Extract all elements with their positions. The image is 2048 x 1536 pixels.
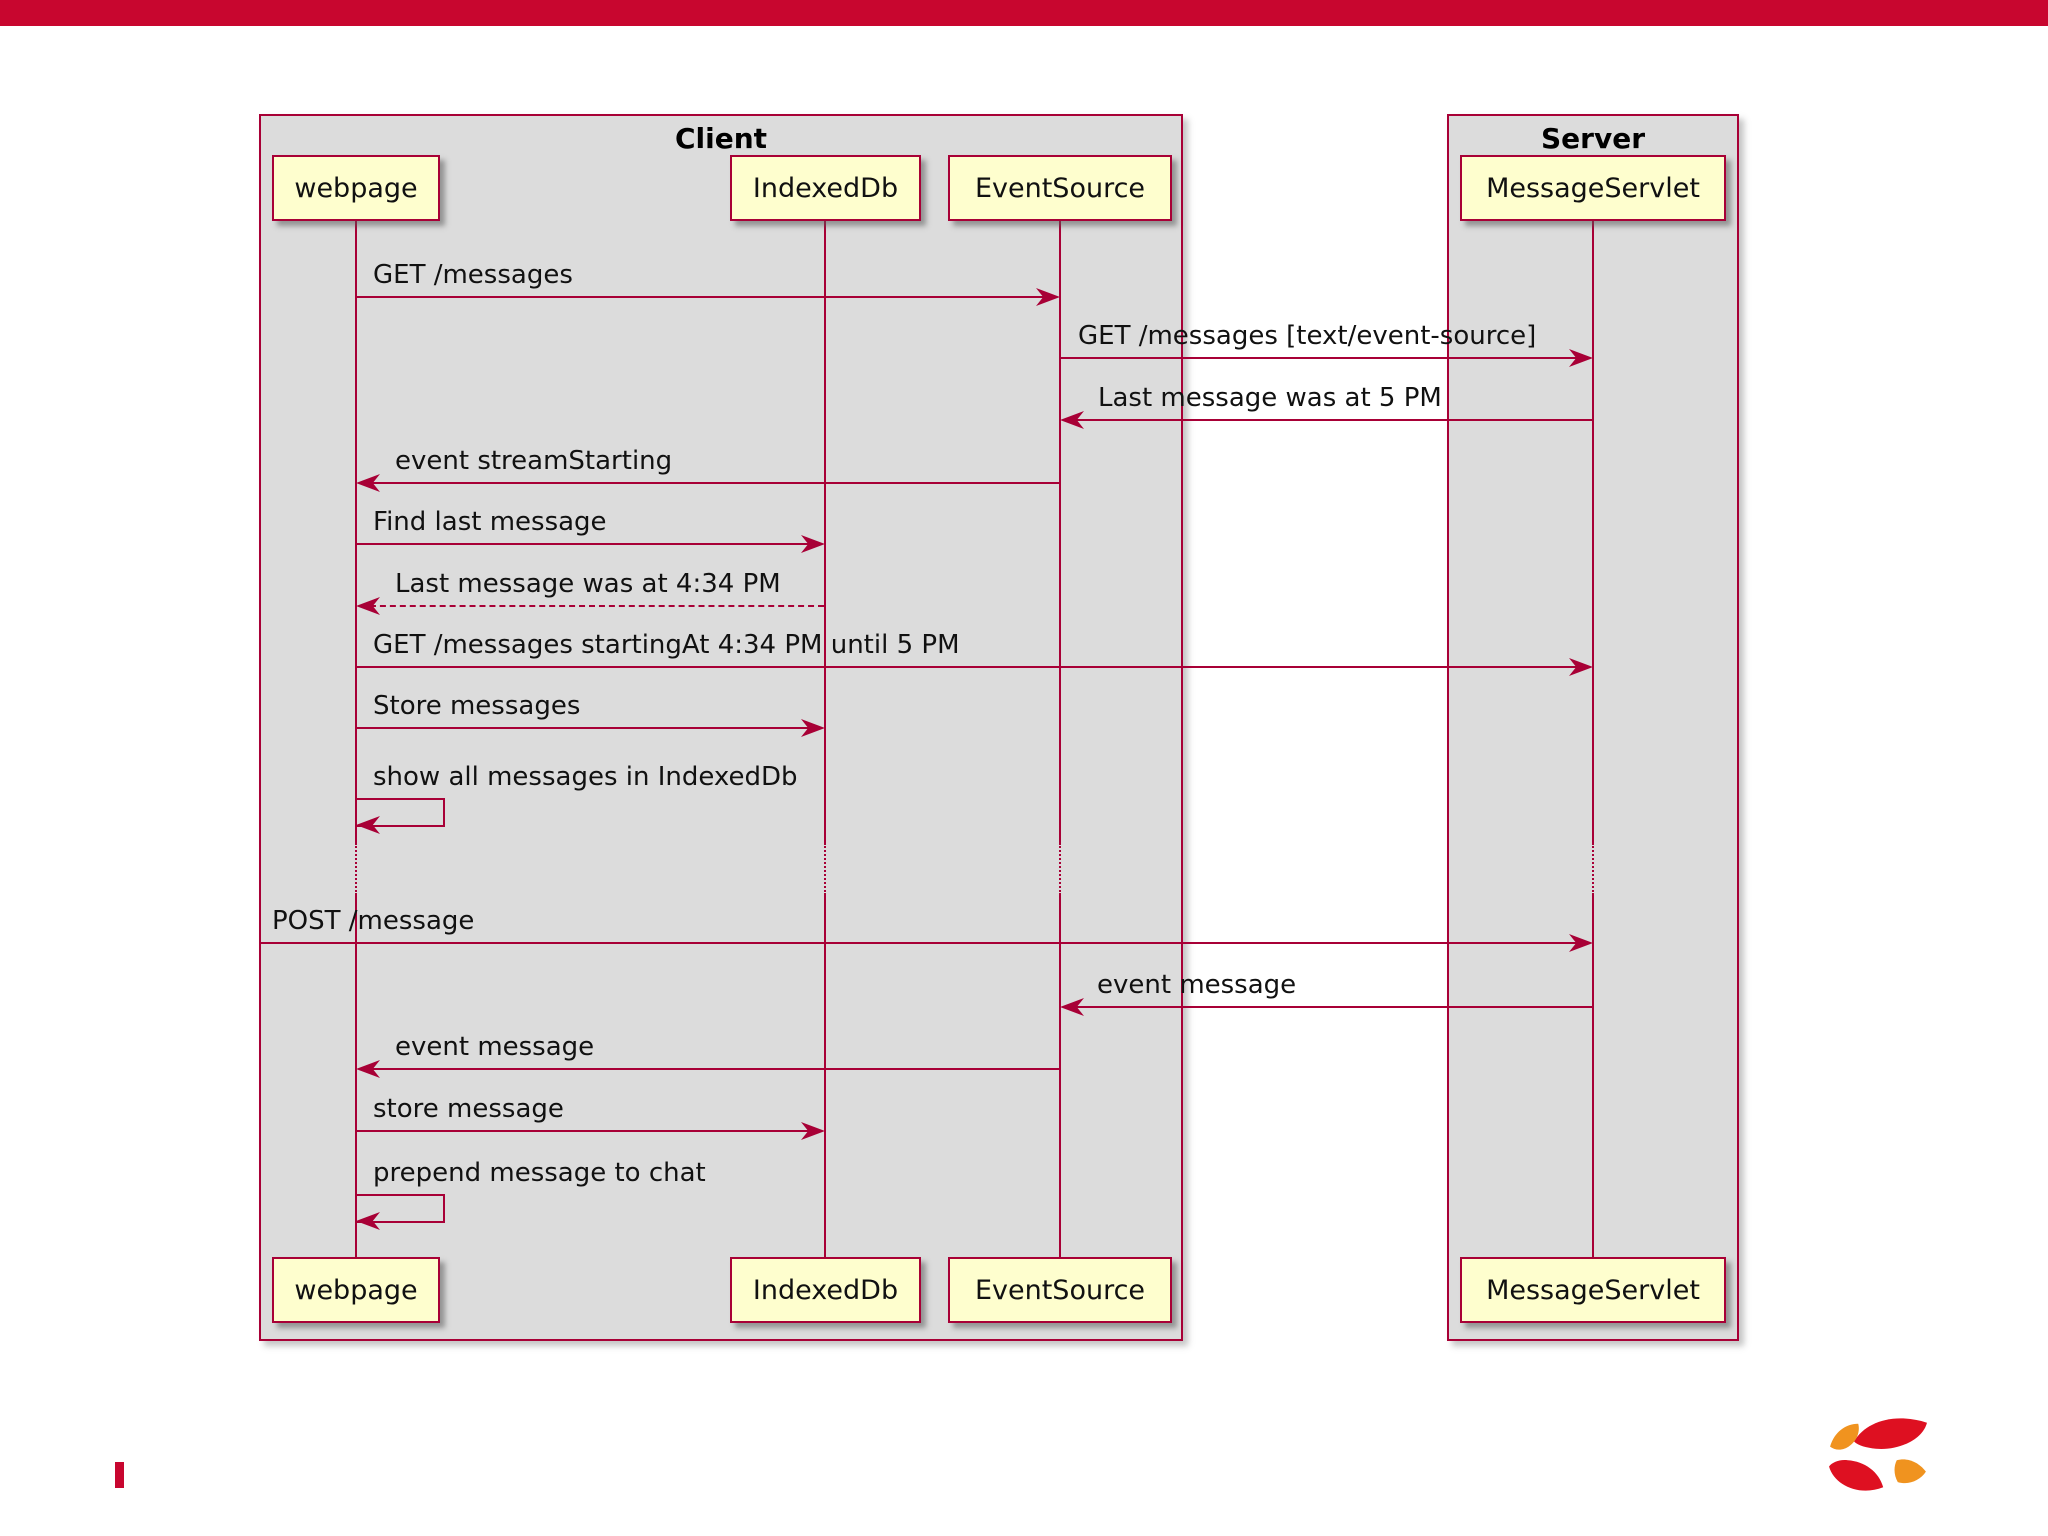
lifeline-eventsource <box>1059 221 1061 843</box>
participant-indexeddb-bottom: IndexedDb <box>730 1257 921 1323</box>
message-line <box>1064 1006 1592 1008</box>
lifeline-indexeddb <box>824 221 826 843</box>
message-line <box>356 666 1589 668</box>
self-message-loop <box>356 1194 445 1223</box>
message-line <box>356 296 1056 298</box>
message-label: GET /messages [text/event-source] <box>1078 321 1537 351</box>
participant-eventsource-top: EventSource <box>948 155 1172 221</box>
lifeline-eventsource-delay-segment <box>1059 843 1061 895</box>
message-label: GET /messages startingAt 4:34 PM until 5… <box>373 630 960 660</box>
lifeline-indexeddb <box>824 895 826 1257</box>
participant-messageservlet-top: MessageServlet <box>1460 155 1726 221</box>
participant-webpage-bottom: webpage <box>272 1257 440 1323</box>
message-line <box>360 1068 1059 1070</box>
lifeline-webpage <box>355 221 357 843</box>
footer-accent-mark <box>115 1462 124 1488</box>
participant-webpage-top: webpage <box>272 155 440 221</box>
lifeline-messageservlet-delay-segment <box>1592 843 1594 895</box>
participant-label: EventSource <box>974 172 1146 204</box>
message-label: event streamStarting <box>395 446 673 476</box>
message-label: show all messages in IndexedDb <box>373 762 798 792</box>
message-label: Store messages <box>373 691 581 721</box>
self-message-loop <box>356 798 445 827</box>
lifeline-messageservlet <box>1592 895 1594 1257</box>
message-label: GET /messages <box>373 260 573 290</box>
message-line <box>356 727 821 729</box>
message-label: event message <box>395 1032 595 1062</box>
participant-eventsource-bottom: EventSource <box>948 1257 1172 1323</box>
message-line <box>356 543 821 545</box>
participant-label: webpage <box>294 172 418 204</box>
lifeline-webpage <box>355 895 357 1257</box>
participant-label: IndexedDb <box>752 1274 899 1306</box>
lifeline-webpage-delay-segment <box>355 843 357 895</box>
message-label: event message <box>1097 970 1297 1000</box>
message-line <box>259 942 1589 944</box>
message-line-dashed <box>360 605 824 607</box>
top-accent-bar <box>0 0 2048 26</box>
participant-messageservlet-bottom: MessageServlet <box>1460 1257 1726 1323</box>
participant-label: IndexedDb <box>752 172 899 204</box>
message-label: Last message was at 4:34 PM <box>395 569 781 599</box>
message-label: POST /message <box>272 906 475 936</box>
message-label: prepend message to chat <box>373 1158 706 1188</box>
message-label: store message <box>373 1094 564 1124</box>
message-line <box>1060 357 1589 359</box>
participant-label: EventSource <box>974 1274 1146 1306</box>
message-label: Find last message <box>373 507 607 537</box>
lifeline-messageservlet <box>1592 221 1594 843</box>
message-line <box>360 482 1059 484</box>
s-swoosh-logo-icon <box>1829 1418 1927 1491</box>
participant-indexeddb-top: IndexedDb <box>730 155 921 221</box>
lifeline-eventsource <box>1059 895 1061 1257</box>
participant-label: MessageServlet <box>1486 172 1700 204</box>
participant-label: webpage <box>294 1274 418 1306</box>
message-line <box>356 1130 821 1132</box>
lifeline-indexeddb-delay-segment <box>824 843 826 895</box>
message-line <box>1064 419 1592 421</box>
frame-client-title: Client <box>674 122 768 155</box>
frame-server-title: Server <box>1540 122 1645 155</box>
participant-label: MessageServlet <box>1486 1274 1700 1306</box>
message-label: Last message was at 5 PM <box>1098 383 1442 413</box>
